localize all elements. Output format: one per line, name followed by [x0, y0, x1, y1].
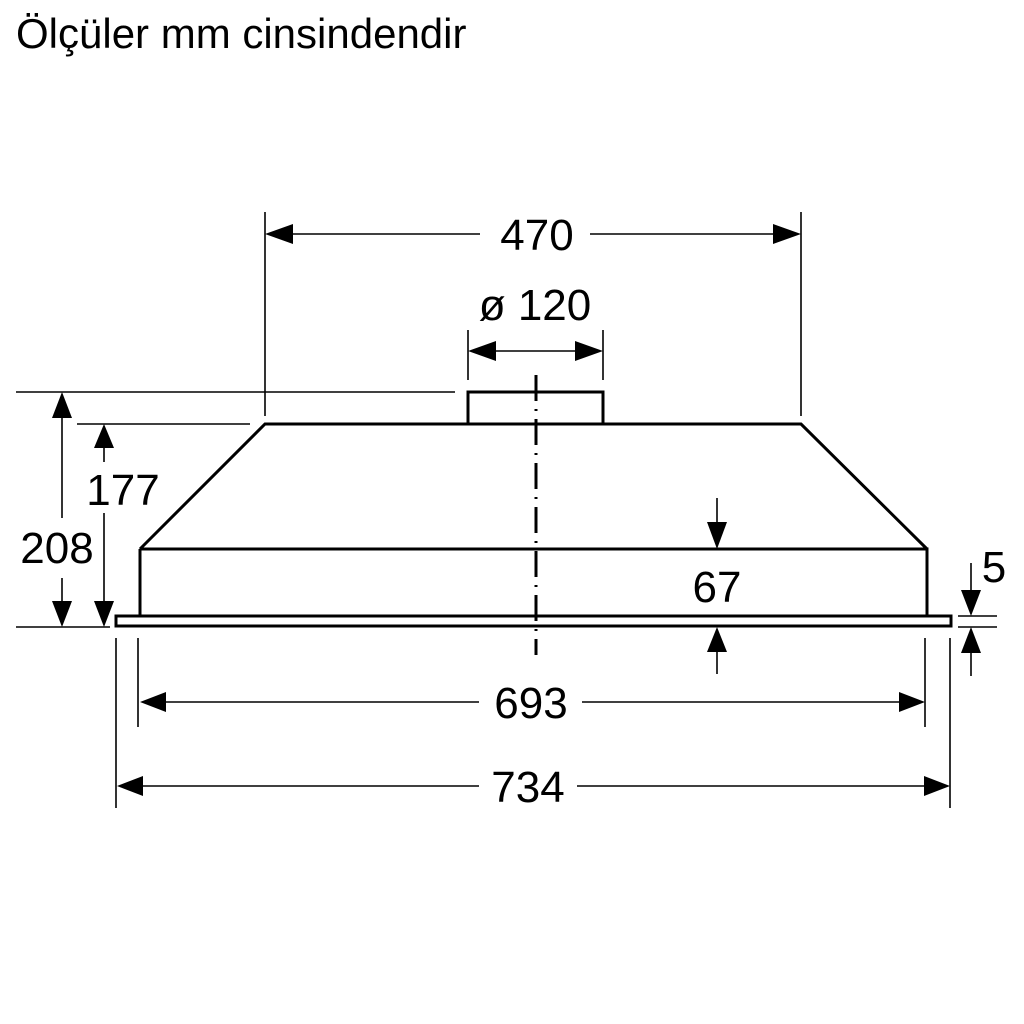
hood-lower-section: [138, 547, 929, 618]
dim-label-duct-diameter: ø 120: [479, 281, 592, 330]
drawing-title: Ölçüler mm cinsindendir: [16, 10, 467, 57]
dim-top-width: [264, 212, 802, 416]
hood-outline: [114, 390, 953, 628]
dim-body-height: [77, 423, 250, 627]
dim-outer-width: [115, 638, 951, 808]
dim-label-lower-section-height: 67: [693, 563, 742, 612]
dim-label-top-width: 470: [500, 211, 573, 260]
dim-label-body-height: 177: [86, 466, 159, 515]
dim-inner-width: [137, 638, 926, 727]
dim-flange-thickness: [958, 563, 997, 676]
dim-label-flange-thickness: 5: [982, 543, 1006, 592]
dim-lower-section-height: [707, 498, 727, 674]
hood-flange: [114, 614, 953, 628]
hood-top: [138, 422, 929, 551]
dim-label-outer-width: 734: [491, 763, 564, 812]
dim-label-inner-width: 693: [494, 679, 567, 728]
dim-label-total-height: 208: [20, 524, 93, 573]
dim-total-height: [16, 391, 455, 628]
dim-duct-diameter: [467, 330, 604, 380]
